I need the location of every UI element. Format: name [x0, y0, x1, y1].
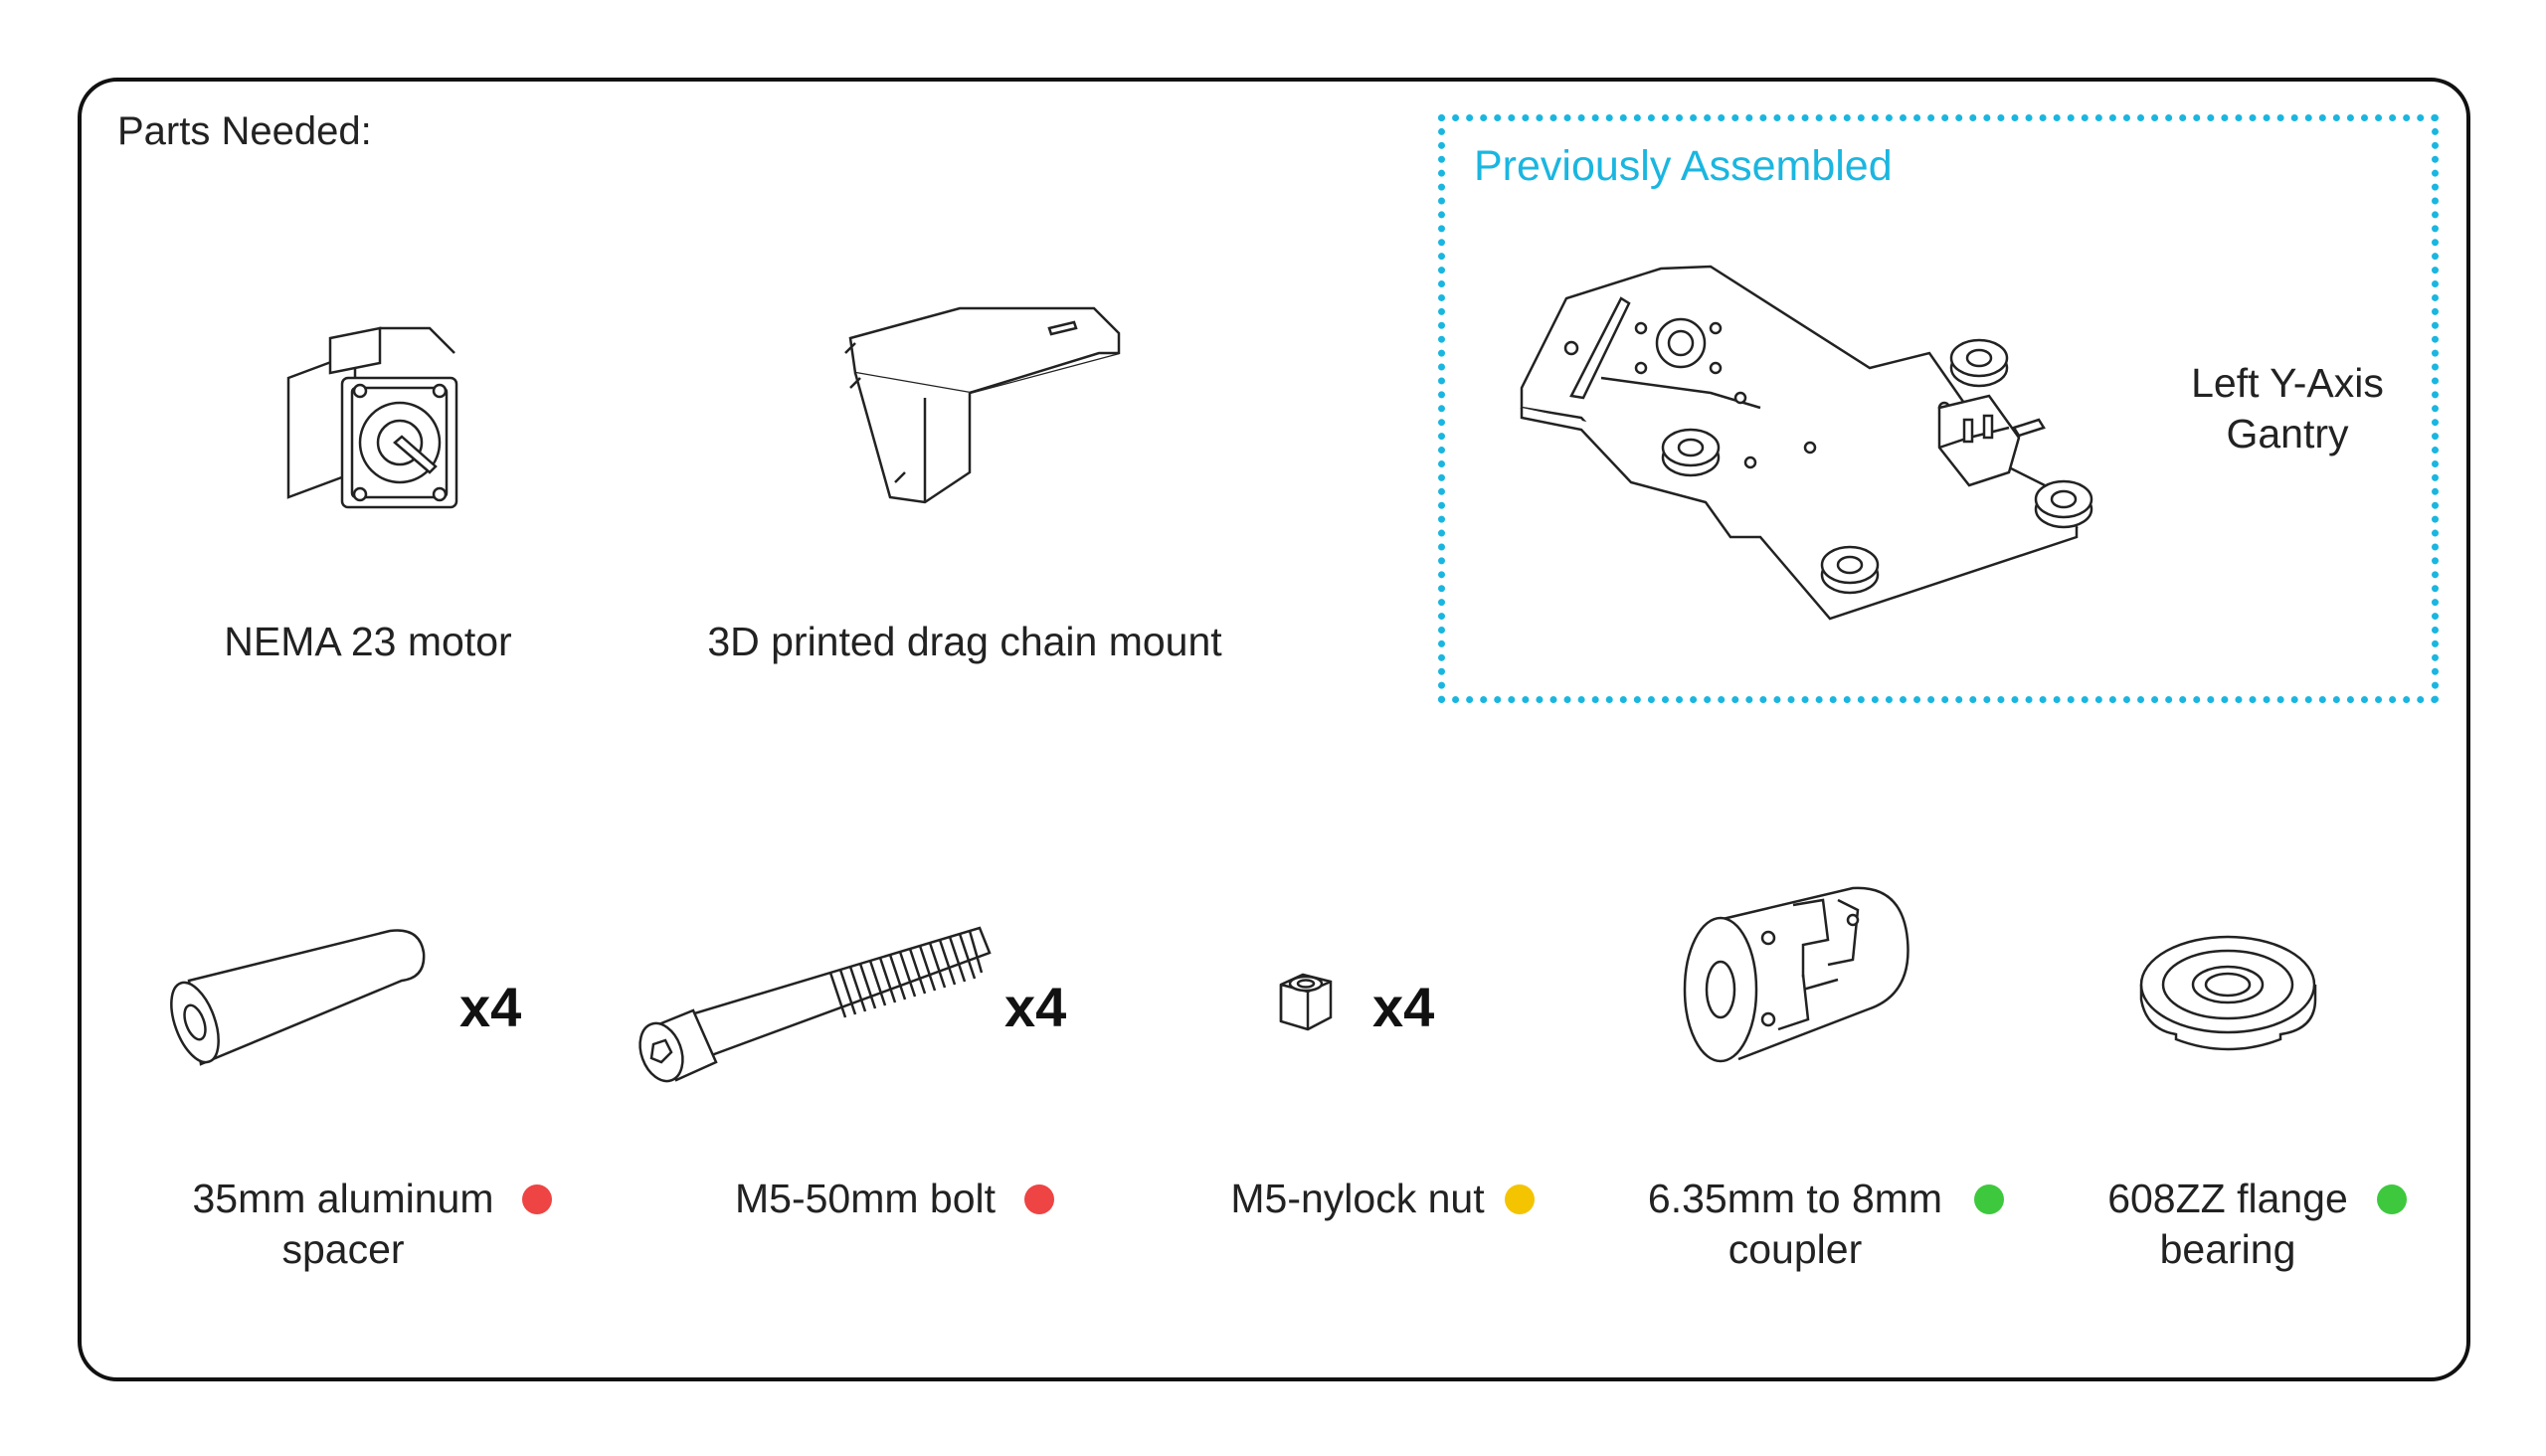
coupler-label: 6.35mm to 8mm coupler [1647, 1176, 1943, 1272]
left-y-axis-gantry-icon [1512, 259, 2128, 617]
aluminum-spacer-icon [171, 923, 428, 1072]
spacer-label: 35mm aluminum spacer [192, 1176, 494, 1272]
gantry-label: Left Y-Axis Gantry [2191, 360, 2384, 456]
drag-chain-mount-label: 3D printed drag chain mount [707, 619, 1222, 664]
parts-panel [78, 78, 2470, 1381]
bolt-status-dot [1024, 1184, 1054, 1214]
spacer-status-dot [522, 1184, 552, 1214]
bolt-quantity: x4 [1004, 976, 1067, 1038]
previously-assembled-heading: Previously Assembled [1474, 142, 1893, 190]
nema23-motor-icon [280, 323, 464, 527]
bearing-status-dot [2377, 1184, 2407, 1214]
m5-bolt-icon [632, 923, 995, 1087]
shaft-coupler-icon [1679, 880, 1912, 1074]
nut-label: M5-nylock nut [1230, 1176, 1485, 1221]
previously-assembled-box [1438, 114, 2439, 703]
bolt-label: M5-50mm bolt [734, 1176, 996, 1221]
spacer-quantity: x4 [459, 976, 522, 1038]
bearing-label: 608ZZ flange bearing [2107, 1176, 2348, 1272]
drag-chain-mount-icon [830, 298, 1129, 507]
nut-status-dot [1505, 1184, 1535, 1214]
nut-quantity: x4 [1372, 976, 1435, 1038]
nylock-nut-icon [1273, 970, 1338, 1034]
page-title: Parts Needed: [117, 109, 372, 153]
nema23-motor-label: NEMA 23 motor [224, 619, 512, 664]
flange-bearing-icon [2136, 930, 2320, 1059]
coupler-status-dot [1974, 1184, 2004, 1214]
